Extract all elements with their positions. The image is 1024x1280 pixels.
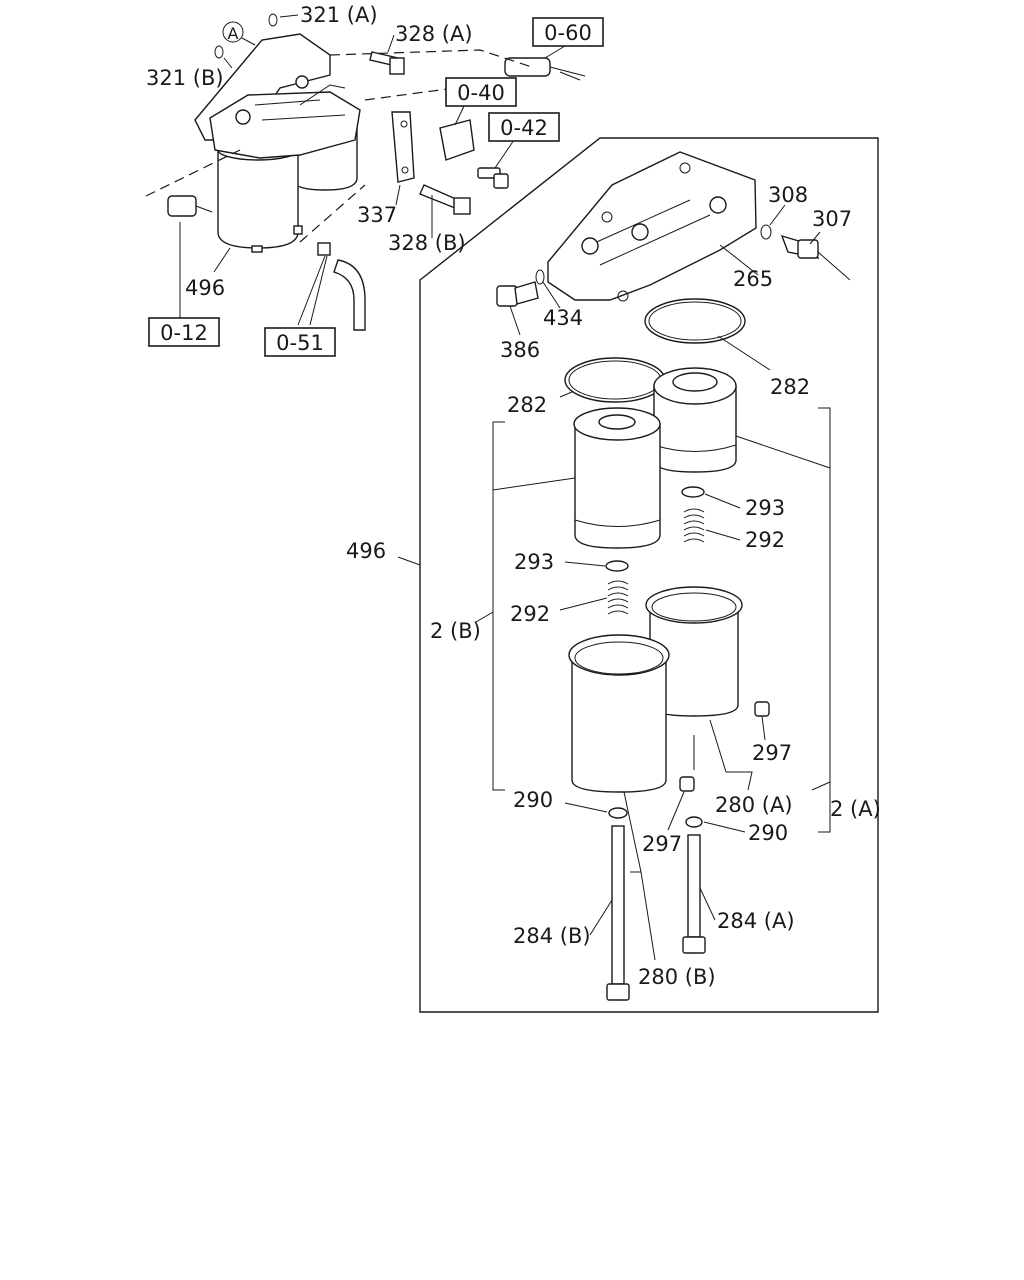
main-leader-lines bbox=[397, 204, 831, 961]
callout-321b: 321 (B) bbox=[146, 66, 224, 90]
callout-265: 265 bbox=[733, 267, 773, 291]
ref-0-40-label: 0-40 bbox=[457, 81, 505, 105]
o-ring-left bbox=[564, 357, 666, 403]
callout-293-left: 293 bbox=[514, 550, 554, 574]
filter-bowl-left bbox=[568, 634, 695, 793]
exploded-view-frame bbox=[419, 137, 879, 1013]
callout-280b: 280 (B) bbox=[638, 965, 716, 989]
callout-2a: 2 (A) bbox=[830, 797, 881, 821]
callout-284b: 284 (B) bbox=[513, 924, 591, 948]
callout-290-right: 290 bbox=[748, 821, 788, 845]
filter-element-left bbox=[573, 407, 661, 549]
center-bolt-left bbox=[606, 807, 630, 1001]
drain-bolt bbox=[496, 269, 545, 307]
ref-box-0-51: 0-51 bbox=[264, 327, 336, 357]
ref-0-42-label: 0-42 bbox=[500, 116, 548, 140]
callout-496-frame: 496 bbox=[346, 539, 386, 563]
callout-297-left: 297 bbox=[642, 832, 682, 856]
callout-337: 337 bbox=[357, 203, 397, 227]
callout-292-right: 292 bbox=[745, 528, 785, 552]
marker-a-label: A bbox=[228, 24, 239, 43]
callout-496-top: 496 bbox=[185, 276, 225, 300]
spring-right bbox=[683, 508, 705, 543]
filter-head bbox=[547, 151, 757, 302]
callout-290-left: 290 bbox=[513, 788, 553, 812]
ref-0-51-label: 0-51 bbox=[276, 331, 324, 355]
callout-292-left: 292 bbox=[510, 602, 550, 626]
filter-element-right bbox=[653, 367, 737, 473]
callout-328b: 328 (B) bbox=[388, 231, 466, 255]
callout-434: 434 bbox=[543, 306, 583, 330]
ref-box-0-60: 0-60 bbox=[532, 17, 604, 47]
ref-0-12-label: 0-12 bbox=[160, 321, 208, 345]
callout-labels: 321 (A) 321 (B) 328 (A) 337 328 (B) 496 … bbox=[146, 3, 881, 989]
callout-2b: 2 (B) bbox=[430, 619, 481, 643]
callout-282-right: 282 bbox=[770, 375, 810, 399]
callout-321a: 321 (A) bbox=[300, 3, 378, 27]
o-ring-right bbox=[644, 298, 746, 344]
top-leader-lines bbox=[179, 14, 566, 326]
callout-307: 307 bbox=[812, 207, 852, 231]
callout-386: 386 bbox=[500, 338, 540, 362]
assembled-filter-unit: A bbox=[145, 13, 586, 331]
ref-box-0-12: 0-12 bbox=[148, 317, 220, 347]
callout-293-right: 293 bbox=[745, 496, 785, 520]
callout-308: 308 bbox=[768, 183, 808, 207]
filter-bowl-right bbox=[645, 586, 770, 717]
sensor-plug bbox=[760, 224, 851, 281]
callout-282-left: 282 bbox=[507, 393, 547, 417]
callout-297-right: 297 bbox=[752, 741, 792, 765]
ref-box-0-42: 0-42 bbox=[488, 112, 560, 142]
spring-left bbox=[607, 580, 629, 615]
center-bolt-right bbox=[682, 816, 706, 954]
callout-328a: 328 (A) bbox=[395, 22, 473, 46]
callout-284a: 284 (A) bbox=[717, 909, 795, 933]
callout-280a: 280 (A) bbox=[715, 793, 793, 817]
ref-box-0-40: 0-40 bbox=[445, 77, 517, 107]
ref-0-60-label: 0-60 bbox=[544, 21, 592, 45]
